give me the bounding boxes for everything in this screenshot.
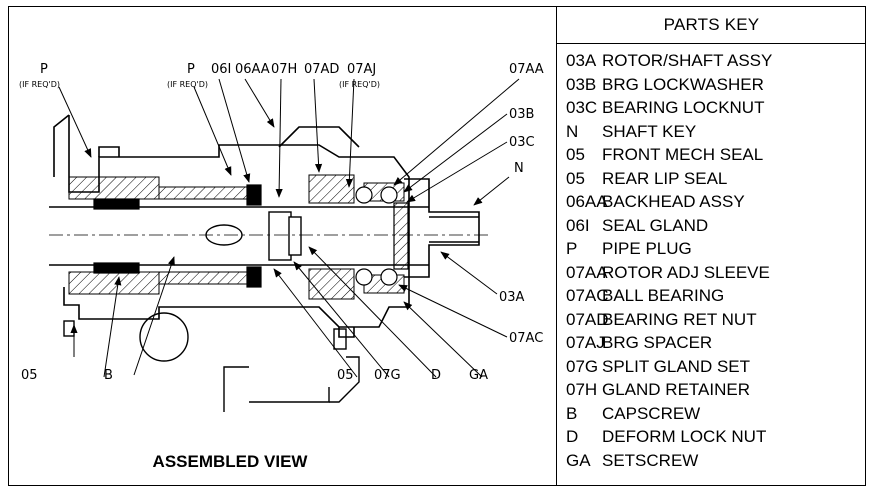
parts-key-row: 05 FRONT MECH SEAL <box>566 143 866 167</box>
part-code: 07H <box>566 380 598 400</box>
callout-03c: 03C <box>509 135 535 150</box>
callout-05-mid: 05 <box>337 368 354 383</box>
parts-key-row: 05 REAR LIP SEAL <box>566 167 866 191</box>
callout-06i: 06I <box>211 62 231 77</box>
part-code: 07AD <box>566 309 609 329</box>
seals-and-bearings <box>93 184 409 288</box>
parts-key-title: PARTS KEY <box>557 6 866 44</box>
callout-07aa: 07AA <box>509 62 544 77</box>
part-description: BALL BEARING <box>602 286 725 306</box>
callout-05-left: 05 <box>21 368 38 383</box>
callout-ga: GA <box>469 368 488 383</box>
part-description: BACKHEAD ASSY <box>602 192 745 212</box>
callout-p-left-note: (IF REQ'D) <box>19 80 60 89</box>
part-code: GA <box>566 450 591 470</box>
part-description: PIPE PLUG <box>602 239 692 259</box>
callout-03b: 03B <box>509 107 534 122</box>
part-description: GLAND RETAINER <box>602 380 750 400</box>
rotor-shaft <box>49 206 489 266</box>
part-code: 07G <box>566 356 599 376</box>
part-description: BRG LOCKWASHER <box>602 74 764 94</box>
part-description: SETSCREW <box>602 450 699 470</box>
parts-key-row: D DEFORM LOCK NUT <box>566 425 866 449</box>
callout-07ad: 07AD <box>304 62 339 77</box>
callout-06aa: 06AA <box>235 62 270 77</box>
leader-lines <box>58 78 520 378</box>
part-code: 07AC <box>566 286 609 306</box>
parts-key-row: B CAPSCREW <box>566 402 866 426</box>
callout-07g: 07G <box>374 368 401 383</box>
pump-housing <box>53 114 480 338</box>
part-code: N <box>566 121 579 141</box>
part-description: BEARING LOCKNUT <box>602 98 765 118</box>
part-code: P <box>566 239 578 259</box>
part-code: 05 <box>566 168 585 188</box>
part-description: SHAFT KEY <box>602 121 697 141</box>
callout-d: D <box>431 368 441 383</box>
part-description: SEAL GLAND <box>602 215 709 235</box>
part-code: 05 <box>566 145 585 165</box>
assembled-view-drawing: P (IF REQ'D) P (IF REQ'D) 06I 06AA 07H 0… <box>9 7 555 485</box>
part-code: 06I <box>566 215 590 235</box>
parts-key-row: N SHAFT KEY <box>566 120 866 144</box>
callout-07aj-note: (IF REQ'D) <box>339 80 380 89</box>
drawing-frame <box>8 6 866 486</box>
parts-key-row: 06I SEAL GLAND <box>566 214 866 238</box>
part-description: REAR LIP SEAL <box>602 168 728 188</box>
part-code: D <box>566 427 579 447</box>
part-code: 03B <box>566 74 597 94</box>
capscrew-b-part <box>63 312 360 412</box>
part-description: BEARING RET NUT <box>602 309 757 329</box>
callout-07aj: 07AJ <box>347 62 376 77</box>
part-description: FRONT MECH SEAL <box>602 145 764 165</box>
part-code: 07AJ <box>566 333 605 353</box>
part-description: ROTOR ADJ SLEEVE <box>602 262 770 282</box>
callout-07ac: 07AC <box>509 331 543 346</box>
part-description: SPLIT GLAND SET <box>602 356 751 376</box>
part-description: BRG SPACER <box>602 333 713 353</box>
callout-p-mid-note: (IF REQ'D) <box>167 80 208 89</box>
part-code: 06AA <box>566 192 608 212</box>
part-code: 03A <box>566 51 597 71</box>
callout-b: B <box>104 368 113 383</box>
parts-key-row: P PIPE PLUG <box>566 237 866 261</box>
part-code: 03C <box>566 98 598 118</box>
callout-p-left: P <box>40 62 48 77</box>
assembled-view-caption: ASSEMBLED VIEW <box>152 452 308 471</box>
part-code: B <box>566 403 578 423</box>
callout-03a: 03A <box>499 290 525 305</box>
key-divider <box>556 6 557 486</box>
parts-key-row: GA SETSCREW <box>566 449 866 473</box>
part-description: DEFORM LOCK NUT <box>602 427 767 447</box>
part-description: ROTOR/SHAFT ASSY <box>602 51 773 71</box>
part-code: 07AA <box>566 262 608 282</box>
part-description: CAPSCREW <box>602 403 701 423</box>
callout-07h: 07H <box>271 62 297 77</box>
callout-p-mid: P <box>187 62 195 77</box>
callout-n: N <box>514 161 524 176</box>
